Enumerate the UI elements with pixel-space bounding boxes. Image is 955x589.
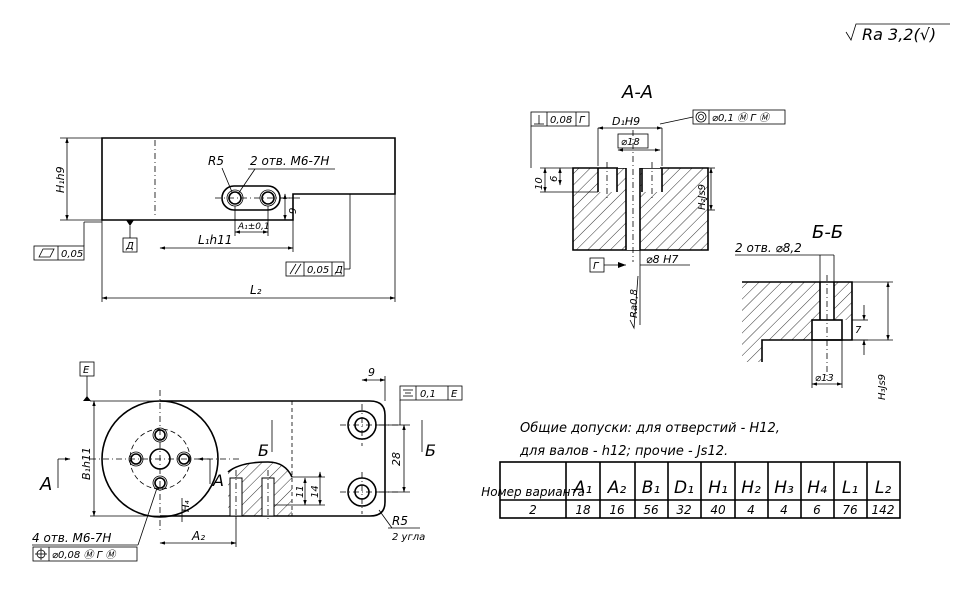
svg-text:0,1: 0,1: [420, 389, 436, 400]
coax-value: ⌀0,1 Ⓜ Г Ⓜ: [712, 112, 771, 124]
l2-dim: L₂: [250, 283, 262, 297]
flatness-tolerance: 0,05: [33, 221, 102, 261]
svg-text:Д: Д: [125, 241, 134, 252]
svg-text:Г: Г: [579, 115, 586, 126]
r5-label: R5: [208, 154, 224, 168]
top-view: H₁h9 R5 2 отв. M6-7H 0,05 Д A₁±0,1: [33, 137, 396, 302]
th-b1: B₁: [642, 478, 660, 498]
perp-value: 0,08: [550, 115, 572, 126]
roughness-mark: Ra 3,2(√): [845, 23, 950, 44]
td-l1: 76: [842, 503, 858, 517]
svg-text:6: 6: [549, 176, 560, 182]
svg-text:H₄: H₄: [181, 500, 192, 512]
front-holes-label: 4 отв. M6-7H: [32, 531, 111, 545]
svg-text:2 угла: 2 угла: [392, 532, 425, 543]
d8-dim: ⌀8 H7: [646, 253, 678, 266]
td-h2: 4: [747, 503, 755, 517]
svg-text:28: 28: [390, 452, 403, 466]
svg-text:7: 7: [855, 325, 862, 336]
td-a1: 18: [575, 503, 591, 517]
l1-dim: L₁h11: [198, 233, 232, 247]
th-h2: H₂: [741, 478, 761, 498]
section-bb: Б-Б 2 отв. ⌀8,2 7 ⌀13 H₃Js9: [735, 222, 893, 400]
a1-dim: A₁±0,1: [237, 222, 270, 232]
datum-e: E: [83, 365, 90, 376]
svg-text:Д: Д: [334, 265, 343, 276]
general-notes: Общие допуски: для отверстий - H12, для …: [519, 421, 780, 459]
td-a2: 16: [609, 503, 625, 517]
d1-dim: D₁H9: [612, 115, 640, 128]
svg-text:10: 10: [534, 177, 545, 190]
a2-dim: A₂: [191, 529, 205, 543]
td-variant: 2: [529, 503, 537, 517]
variant-table: Номер варианта A₁ A₂ B₁ D₁ H₁ H₂ H₃ H₄ L…: [481, 461, 901, 519]
th-h1: H₁: [708, 478, 728, 498]
d13-dim: ⌀13: [815, 373, 834, 384]
th-l2: L₂: [875, 478, 891, 498]
svg-text:A: A: [39, 474, 52, 495]
section-bb-title: Б-Б: [812, 222, 843, 243]
svg-text:R5: R5: [392, 514, 408, 528]
svg-text:9: 9: [368, 366, 375, 379]
th-a1: A₁: [573, 478, 592, 498]
ra-value: Ra0,8: [629, 289, 640, 318]
svg-text:A: A: [212, 471, 224, 490]
svg-text:Б: Б: [425, 441, 436, 460]
th-d1: D₁: [674, 478, 694, 498]
th-h3: H₃: [774, 478, 794, 498]
th-l1: L₁: [842, 478, 858, 498]
svg-text:Г: Г: [593, 261, 600, 272]
front-view: E B₁h11 A A Б Б 9 0,1 E 28: [32, 361, 463, 562]
td-h1: 40: [710, 503, 726, 517]
h3-dim: H₃Js9: [877, 374, 888, 400]
td-d1: 32: [676, 503, 691, 517]
td-h3: 4: [780, 503, 788, 517]
td-l2: 142: [872, 503, 895, 517]
td-h4: 6: [813, 503, 821, 517]
svg-text:11: 11: [295, 485, 306, 498]
b1-dim: B₁h11: [80, 447, 93, 480]
svg-text:0,05: 0,05: [307, 265, 329, 276]
h1-dim: H₁h9: [54, 166, 67, 193]
parallelism-tolerance: 0,05 Д: [285, 194, 351, 277]
roughness-text: Ra 3,2(√): [862, 25, 936, 44]
section-aa-title: А-А: [621, 82, 653, 103]
svg-text:0,05: 0,05: [61, 249, 83, 260]
section-aa: А-А 0,08 Г D₁H9 ⌀0,1 Ⓜ Г Ⓜ ⌀18: [530, 82, 786, 330]
th-variant: Номер варианта: [481, 485, 585, 499]
pos-value: ⌀0,08 Ⓜ Г Ⓜ: [52, 549, 117, 561]
datum-d: Д: [122, 220, 138, 253]
svg-text:14: 14: [310, 485, 321, 498]
th-a2: A₂: [607, 478, 627, 498]
d18-dim: ⌀18: [621, 137, 640, 148]
td-b1: 56: [643, 503, 659, 517]
holes-label: 2 отв. M6-7H: [250, 154, 329, 168]
h2-dim: H₂Js9: [697, 184, 708, 210]
svg-text:Б: Б: [258, 441, 269, 460]
th-h4: H₄: [807, 478, 827, 498]
notes-line2: для валов - h12; прочие - Js12.: [519, 444, 728, 459]
notes-line1: Общие допуски: для отверстий - H12,: [520, 421, 780, 436]
svg-text:E: E: [451, 389, 458, 400]
bb-holes-label: 2 отв. ⌀8,2: [735, 241, 802, 255]
nine-dim: 9: [288, 208, 299, 214]
